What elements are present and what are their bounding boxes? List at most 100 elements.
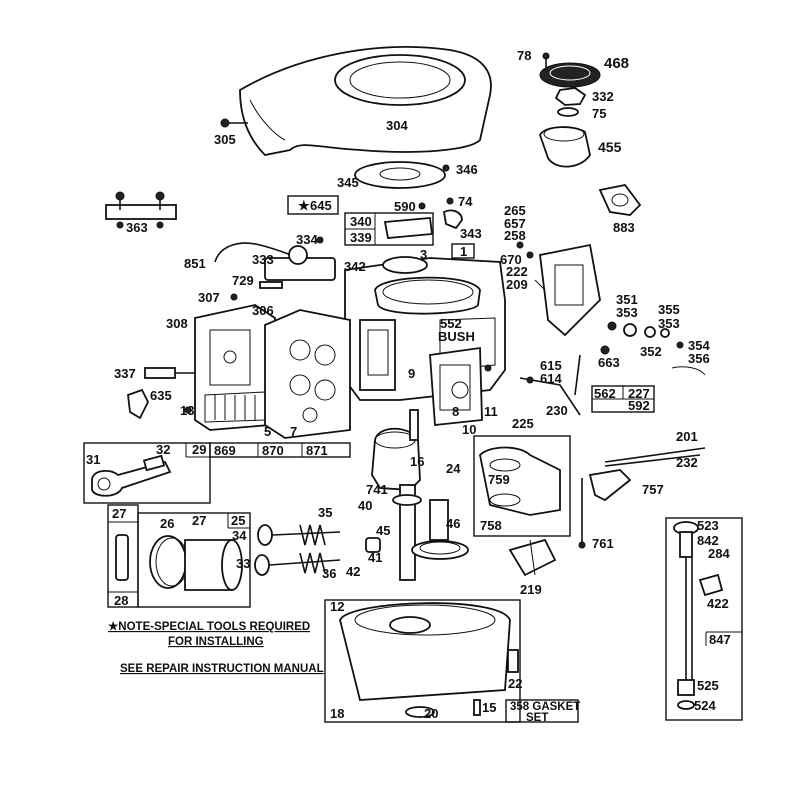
label-265: 265 <box>504 203 526 218</box>
label-35: 35 <box>318 505 332 520</box>
label-871: 871 <box>306 443 328 458</box>
label-28: 28 <box>114 593 128 608</box>
label-11: 11 <box>484 404 498 419</box>
label-15: 15 <box>482 700 496 715</box>
label-851: 851 <box>184 256 206 271</box>
label-42: 42 <box>346 564 360 579</box>
label-7: 7 <box>290 424 297 439</box>
label-352: 352 <box>640 344 662 359</box>
label-8: 8 <box>452 404 459 419</box>
label-635: 635 <box>150 388 172 403</box>
label-355: 355 <box>658 302 680 317</box>
label-46: 46 <box>446 516 460 531</box>
dipstick-assembly <box>665 517 743 721</box>
label-22: 22 <box>508 676 522 691</box>
label-332: 332 <box>592 89 614 104</box>
label-284: 284 <box>708 546 730 561</box>
label-346: 346 <box>456 162 478 177</box>
label-219: 219 <box>520 582 542 597</box>
label-304: 304 <box>386 118 408 133</box>
box-645 <box>287 195 339 215</box>
valves <box>254 524 381 576</box>
label-27a: 27 <box>112 506 126 521</box>
label-422: 422 <box>707 596 729 611</box>
connecting-rod-group <box>83 442 211 504</box>
label-26: 26 <box>160 516 174 531</box>
valve-seat-row <box>209 442 351 458</box>
label-32: 32 <box>156 442 170 457</box>
air-vane-plate <box>598 184 642 216</box>
label-615: 615 <box>540 358 562 373</box>
crankcase-breather <box>429 346 492 426</box>
label-1: 1 <box>460 244 467 259</box>
label-12: 12 <box>330 599 344 614</box>
label-334: 334 <box>296 232 318 247</box>
label-590: 590 <box>394 199 416 214</box>
label-306: 306 <box>252 303 274 318</box>
label-333: 333 <box>252 252 274 267</box>
note-special-tools: ★NOTE-SPECIAL TOOLS REQUIRED <box>108 620 310 633</box>
label-45: 45 <box>376 523 390 538</box>
label-209: 209 <box>506 277 528 292</box>
bracket-363 <box>105 191 177 229</box>
star-645: ★ <box>298 198 310 213</box>
label-337: 337 <box>114 366 136 381</box>
label-525: 525 <box>697 678 719 693</box>
label-78: 78 <box>517 48 531 63</box>
cylinder-head-cover <box>194 304 351 439</box>
label-847: 847 <box>709 632 731 647</box>
label-842: 842 <box>697 533 719 548</box>
label-757: 757 <box>642 482 664 497</box>
governor-rod <box>578 478 586 549</box>
label-363: 363 <box>126 220 148 235</box>
label-353b: 353 <box>658 316 680 331</box>
label-657: 657 <box>504 216 526 231</box>
label-bush: BUSH <box>438 329 475 344</box>
spark-plug <box>127 367 195 420</box>
gasket-set-box <box>505 699 579 723</box>
starter-cup-parts <box>539 52 601 168</box>
label-75: 75 <box>592 106 606 121</box>
ignition-armature <box>214 236 336 301</box>
governor-crank-group <box>473 435 632 537</box>
label-201: 201 <box>676 429 698 444</box>
label-552: 552 <box>440 316 462 331</box>
control-bracket <box>516 241 601 337</box>
label-18: 18 <box>330 706 344 721</box>
label-33: 33 <box>236 556 250 571</box>
governor-bracket-340 <box>344 197 463 246</box>
label-358-gasket: 358 GASKET <box>510 701 580 713</box>
label-870: 870 <box>262 443 284 458</box>
label-3: 3 <box>420 247 427 262</box>
label-741: 741 <box>366 482 388 497</box>
label-10: 10 <box>462 422 476 437</box>
camshaft-gear <box>411 499 469 560</box>
label-13: 13 <box>180 403 194 418</box>
label-614: 614 <box>540 371 562 386</box>
label-307: 307 <box>198 290 220 305</box>
throttle-small-parts <box>600 321 706 376</box>
label-339: 339 <box>350 230 372 245</box>
label-351: 351 <box>616 292 638 307</box>
label-41: 41 <box>368 550 382 565</box>
label-16: 16 <box>410 454 424 469</box>
label-230: 230 <box>546 403 568 418</box>
label-5: 5 <box>264 424 271 439</box>
label-24: 24 <box>446 461 461 476</box>
label-set: SET <box>526 712 548 724</box>
label-343: 343 <box>460 226 482 241</box>
label-356: 356 <box>688 351 710 366</box>
label-645: 645 <box>310 198 332 213</box>
label-342: 342 <box>344 259 366 274</box>
governor-gear <box>508 538 557 577</box>
label-40: 40 <box>358 498 372 513</box>
crankcase-sump <box>324 599 521 723</box>
label-222: 222 <box>506 264 528 279</box>
rotating-screen-ring <box>354 161 450 189</box>
label-345: 345 <box>337 175 359 190</box>
label-340: 340 <box>350 214 372 229</box>
note-repair-manual: SEE REPAIR INSTRUCTION MANUAL <box>120 663 324 675</box>
blower-housing <box>220 46 492 156</box>
label-225: 225 <box>512 416 534 431</box>
